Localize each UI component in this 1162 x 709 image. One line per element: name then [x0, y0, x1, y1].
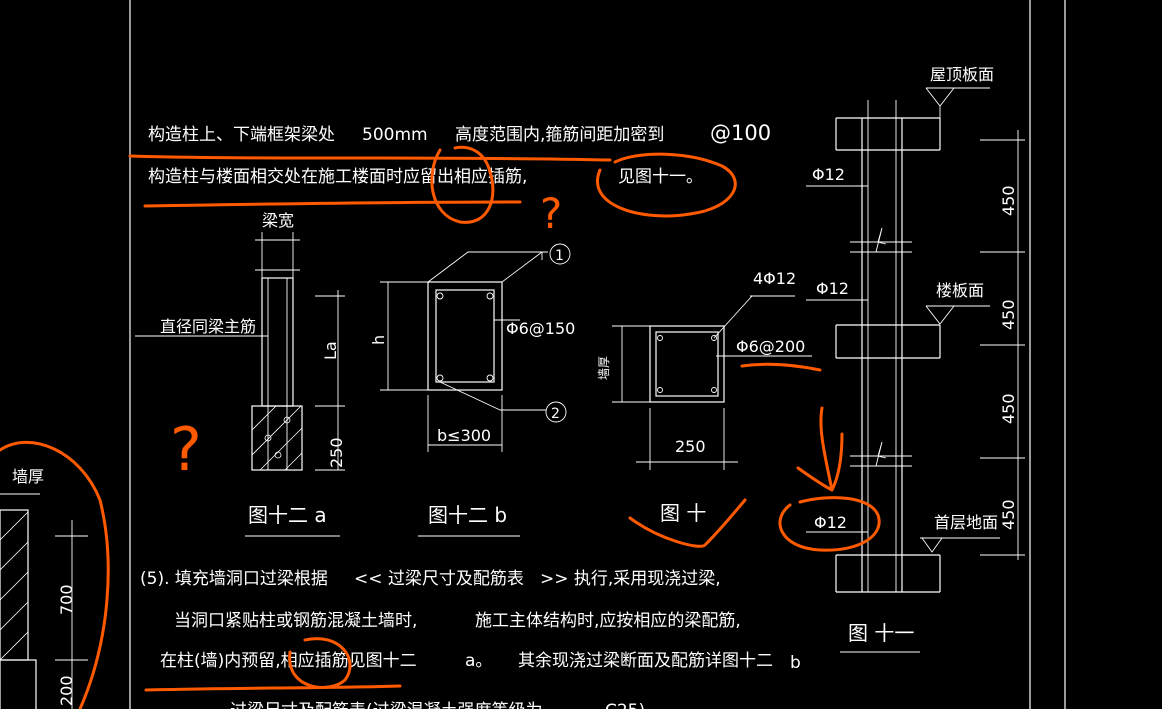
fig10-caption: 图 十	[660, 501, 706, 525]
fig12a-caption: 图十二 a	[248, 503, 327, 527]
note-line1-dim: 500mm	[362, 125, 428, 145]
left-wall-label: 墙厚	[12, 467, 44, 486]
marker-1	[549, 243, 571, 265]
circle-ref11	[596, 152, 737, 218]
circle-chajin	[288, 637, 352, 689]
circle-phi12	[778, 496, 881, 552]
dim-450-4: 450	[999, 499, 1018, 530]
hand-markups: ? ?	[0, 145, 881, 709]
drawing-frame	[129, 0, 1066, 709]
beam-width-label: 梁宽	[262, 211, 294, 230]
figure-12b: 1 2 Φ6@150 h b≤300 图十二 b	[369, 243, 575, 537]
b-dimension: b≤300	[437, 426, 491, 445]
dim-250-10: 250	[675, 437, 706, 456]
circle-chabar	[430, 145, 495, 224]
sec5-line2-a: 当洞口紧贴柱或钢筋混凝土墙时,	[174, 611, 417, 631]
left-curve-markup	[0, 440, 110, 709]
bar-note-label: 直径同梁主筋	[160, 317, 256, 336]
question-mark-1: ?	[540, 189, 562, 238]
note-line2-ref: 见图十一。	[618, 167, 703, 187]
figure-11: Φ12 Φ12 Φ12 屋顶板面 楼板面 首层地面 450 450 450 45…	[806, 65, 1025, 653]
sec5-line1-a: (5). 填充墙洞口过梁根据	[140, 569, 328, 589]
wall-thickness-10: 墙厚	[597, 356, 611, 380]
arrow-to-phi12	[796, 406, 844, 492]
main-bars-label: 4Φ12	[753, 269, 796, 288]
dim-450-1: 450	[999, 185, 1018, 216]
section-5-notes: (5). 填充墙洞口过梁根据 << 过梁尺寸及配筋表 >> 执行,采用现浇过梁,…	[140, 569, 801, 709]
question-mark-2: ?	[170, 415, 202, 485]
underline-fig10	[628, 498, 747, 548]
marker-2-label: 2	[551, 406, 560, 422]
sec5-line3-b: a。	[465, 651, 492, 671]
note-line1-text2: 高度范围内,箍筋间距加密到	[455, 125, 664, 145]
sec5-line1-c: >> 执行,采用现浇过梁,	[540, 569, 721, 589]
dim-450-2: 450	[999, 299, 1018, 330]
stirrup-10: Φ6@200	[736, 337, 805, 356]
dim-250-12a: 250	[327, 437, 346, 468]
fig12b-caption: 图十二 b	[428, 503, 507, 527]
sec5-line3-d: b	[790, 653, 801, 673]
bar-phi12-middle: Φ12	[816, 279, 849, 298]
roof-slab-label: 屋顶板面	[930, 65, 994, 84]
underline-line2	[143, 200, 522, 208]
note-line1-text: 构造柱上、下端框架梁处	[148, 125, 335, 145]
sec5-line4-a: 过梁尺寸及配筋表(过梁混凝土强度等级为	[230, 701, 543, 709]
figure-12a: 梁宽 直径同梁主筋 La 250 图十二 a	[135, 211, 346, 537]
marker-1-label: 1	[555, 248, 564, 264]
ground-floor-label: 首层地面	[934, 513, 998, 532]
marker-2	[545, 401, 567, 423]
figure-10: 4Φ12 Φ6@200 墙厚 250 图 十	[597, 269, 812, 525]
left-wall-detail: 墙厚 700 200	[0, 467, 88, 709]
fig11-caption: 图 十一	[848, 621, 914, 645]
bar-phi12-lower: Φ12	[814, 513, 847, 532]
sec5-line1-b: << 过梁尺寸及配筋表	[354, 569, 524, 589]
sec5-line3-c: 其余现浇过梁断面及配筋详图十二	[518, 651, 773, 671]
underline-line1	[128, 154, 612, 162]
dim-450-3: 450	[999, 393, 1018, 424]
note-line1-spacing: @100	[710, 121, 771, 145]
note-line2-text: 构造柱与楼面相交处在施工楼面时应留出相应插筋,	[148, 167, 527, 187]
bar-phi12-upper: Φ12	[812, 165, 845, 184]
left-dim-200: 200	[57, 675, 76, 706]
underline-sec5	[144, 684, 402, 692]
la-dimension: La	[321, 341, 340, 360]
underline-phi6	[740, 362, 822, 372]
left-dim-700: 700	[57, 584, 76, 615]
h-dimension: h	[369, 335, 388, 345]
sec5-line2-b: 施工主体结构时,应按相应的梁配筋,	[475, 611, 741, 631]
sec5-line4-b: C25)	[605, 701, 645, 709]
column-hatch	[251, 405, 303, 471]
floor-slab-label: 楼板面	[936, 281, 984, 300]
stirrup-12b: Φ6@150	[506, 319, 575, 338]
